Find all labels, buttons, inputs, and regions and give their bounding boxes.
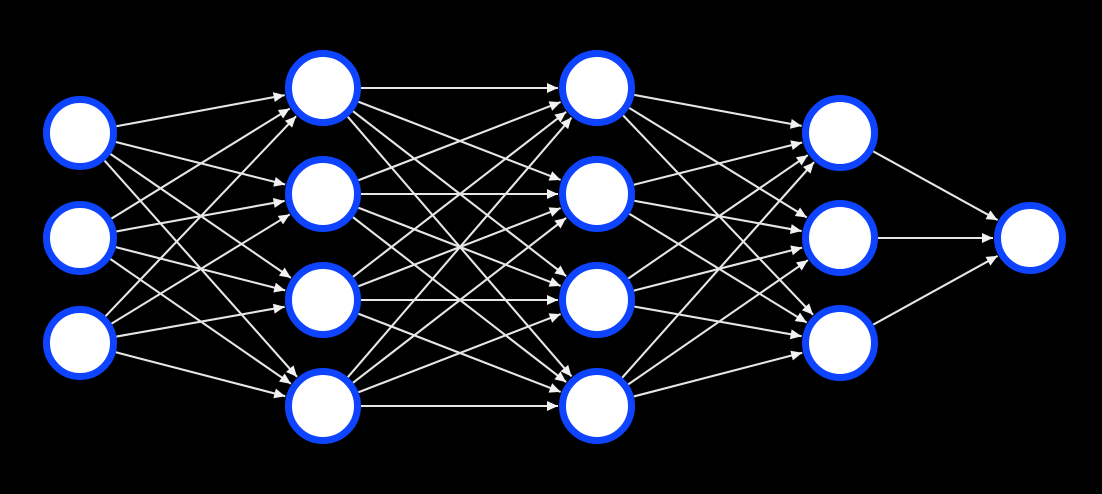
- arrowhead-hidden-layer-2-4-to-hidden-layer-3-3: [790, 350, 803, 361]
- edge-hidden-layer-1-4-to-hidden-layer-2-2: [352, 217, 567, 384]
- edge-hidden-layer-1-2-to-hidden-layer-2-1: [358, 101, 562, 182]
- arrowhead-hidden-layer-3-1-to-output-layer-1: [985, 210, 998, 221]
- edge-input-layer-3-to-hidden-layer-1-3: [116, 305, 285, 338]
- arrowhead-input-layer-3-to-hidden-layer-1-3: [272, 303, 285, 314]
- edge-hidden-layer-2-1-to-hidden-layer-3-1: [634, 93, 802, 127]
- arrowhead-hidden-layer-2-2-to-hidden-layer-3-2: [789, 224, 802, 235]
- hidden3-node-1[interactable]: [802, 95, 878, 171]
- edge-input-layer-1-to-hidden-layer-1-1: [116, 94, 285, 128]
- arrowhead-hidden-layer-2-2-to-hidden-layer-3-3: [794, 312, 807, 323]
- arrowhead-hidden-layer-2-3-to-hidden-layer-3-2: [790, 245, 803, 256]
- arrowhead-input-layer-1-to-hidden-layer-1-3: [278, 267, 291, 278]
- hidden1-node-2[interactable]: [285, 156, 361, 232]
- output-layer: [994, 202, 1066, 274]
- edge-input-layer-3-to-hidden-layer-1-4: [115, 351, 286, 398]
- arrowhead-hidden-layer-1-1-to-hidden-layer-2-4: [560, 364, 572, 377]
- hidden3-node-3[interactable]: [802, 305, 878, 381]
- edge-input-layer-2-to-hidden-layer-1-1: [110, 107, 291, 220]
- input-node-3[interactable]: [43, 306, 117, 380]
- nodes-group: [43, 50, 1066, 444]
- arrowhead-hidden-layer-2-1-to-hidden-layer-3-1: [789, 118, 802, 129]
- arrowhead-input-layer-1-to-hidden-layer-1-1: [272, 92, 285, 103]
- input-node-1[interactable]: [43, 96, 117, 170]
- arrowhead-hidden-layer-1-3-to-hidden-layer-2-2: [548, 207, 561, 217]
- arrowhead-input-layer-1-to-hidden-layer-1-2: [273, 176, 286, 187]
- arrowhead-hidden-layer-2-3-to-hidden-layer-3-1: [795, 155, 808, 166]
- edge-input-layer-3-to-hidden-layer-1-1: [104, 115, 297, 317]
- arrowhead-input-layer-3-to-hidden-layer-1-1: [284, 116, 297, 128]
- arrowhead-hidden-layer-1-3-to-hidden-layer-2-1: [554, 111, 567, 123]
- hidden-layer-1: [285, 50, 361, 444]
- arrowhead-hidden-layer-1-1-to-hidden-layer-2-1: [547, 83, 558, 93]
- edge-hidden-layer-3-3-to-output-layer-1: [872, 254, 999, 326]
- arrowhead-input-layer-2-to-hidden-layer-1-1: [277, 108, 290, 119]
- arrowhead-hidden-layer-1-3-to-hidden-layer-2-3: [547, 295, 558, 305]
- edge-hidden-layer-3-1-to-output-layer-1: [872, 150, 999, 222]
- arrowhead-hidden-layer-1-4-to-hidden-layer-2-4: [547, 401, 558, 411]
- edges-group: [103, 86, 999, 408]
- arrowhead-hidden-layer-1-2-to-hidden-layer-2-2: [547, 189, 558, 199]
- arrowhead-input-layer-2-to-hidden-layer-1-4: [279, 373, 291, 384]
- hidden2-node-1[interactable]: [559, 50, 635, 126]
- arrowhead-hidden-layer-1-2-to-hidden-layer-2-3: [548, 277, 561, 287]
- arrowhead-hidden-layer-2-4-to-hidden-layer-3-2: [796, 260, 808, 271]
- hidden-layer-3: [802, 95, 878, 381]
- hidden2-node-3[interactable]: [559, 262, 635, 338]
- hidden-layer-2: [559, 50, 635, 444]
- arrowhead-hidden-layer-1-4-to-hidden-layer-2-1: [560, 117, 572, 130]
- hidden1-node-4[interactable]: [285, 368, 361, 444]
- hidden2-node-2[interactable]: [559, 156, 635, 232]
- edge-hidden-layer-2-4-to-hidden-layer-3-3: [633, 351, 803, 398]
- input-node-2[interactable]: [43, 201, 117, 275]
- arrowhead-hidden-layer-2-3-to-hidden-layer-3-3: [789, 329, 802, 340]
- hidden1-node-1[interactable]: [285, 50, 361, 126]
- arrowhead-hidden-layer-1-1-to-hidden-layer-2-2: [548, 171, 561, 181]
- arrowhead-hidden-layer-2-1-to-hidden-layer-3-3: [801, 303, 814, 315]
- output-node-1[interactable]: [994, 202, 1066, 274]
- edge-hidden-layer-2-3-to-hidden-layer-3-1: [627, 154, 809, 280]
- arrowhead-hidden-layer-2-4-to-hidden-layer-3-1: [803, 162, 815, 174]
- arrowhead-input-layer-3-to-hidden-layer-1-4: [273, 388, 286, 399]
- arrowhead-hidden-layer-3-2-to-output-layer-1: [982, 233, 993, 243]
- arrowhead-hidden-layer-2-2-to-hidden-layer-3-1: [790, 140, 803, 151]
- arrowheads-group: [272, 83, 998, 411]
- edge-hidden-layer-2-4-to-hidden-layer-3-2: [627, 259, 809, 386]
- arrowhead-hidden-layer-1-1-to-hidden-layer-2-3: [554, 265, 567, 277]
- arrowhead-input-layer-2-to-hidden-layer-1-3: [273, 282, 286, 293]
- arrowhead-hidden-layer-1-3-to-hidden-layer-2-4: [548, 383, 561, 393]
- arrowhead-input-layer-3-to-hidden-layer-1-2: [277, 214, 290, 225]
- edge-input-layer-3-to-hidden-layer-1-2: [110, 213, 291, 325]
- arrowhead-hidden-layer-1-2-to-hidden-layer-2-1: [548, 101, 561, 111]
- edge-hidden-layer-1-4-to-hidden-layer-2-1: [347, 116, 573, 378]
- edge-hidden-layer-2-2-to-hidden-layer-3-1: [633, 141, 803, 186]
- arrowhead-hidden-layer-1-2-to-hidden-layer-2-4: [554, 371, 567, 383]
- edge-hidden-layer-1-4-to-hidden-layer-2-3: [358, 313, 562, 394]
- arrowhead-input-layer-1-to-hidden-layer-1-4: [286, 365, 298, 377]
- hidden2-node-4[interactable]: [559, 368, 635, 444]
- hidden1-node-3[interactable]: [285, 262, 361, 338]
- arrowhead-hidden-layer-3-3-to-output-layer-1: [985, 255, 998, 266]
- arrowhead-hidden-layer-1-4-to-hidden-layer-2-2: [554, 217, 567, 229]
- input-layer: [43, 96, 117, 380]
- edge-hidden-layer-2-4-to-hidden-layer-3-1: [621, 161, 815, 379]
- edge-hidden-layer-1-3-to-hidden-layer-2-1: [352, 111, 567, 278]
- arrowhead-input-layer-2-to-hidden-layer-1-2: [272, 197, 285, 208]
- hidden3-node-2[interactable]: [802, 200, 878, 276]
- arrowhead-hidden-layer-1-4-to-hidden-layer-2-3: [548, 313, 561, 323]
- arrowhead-hidden-layer-2-1-to-hidden-layer-3-2: [794, 207, 807, 218]
